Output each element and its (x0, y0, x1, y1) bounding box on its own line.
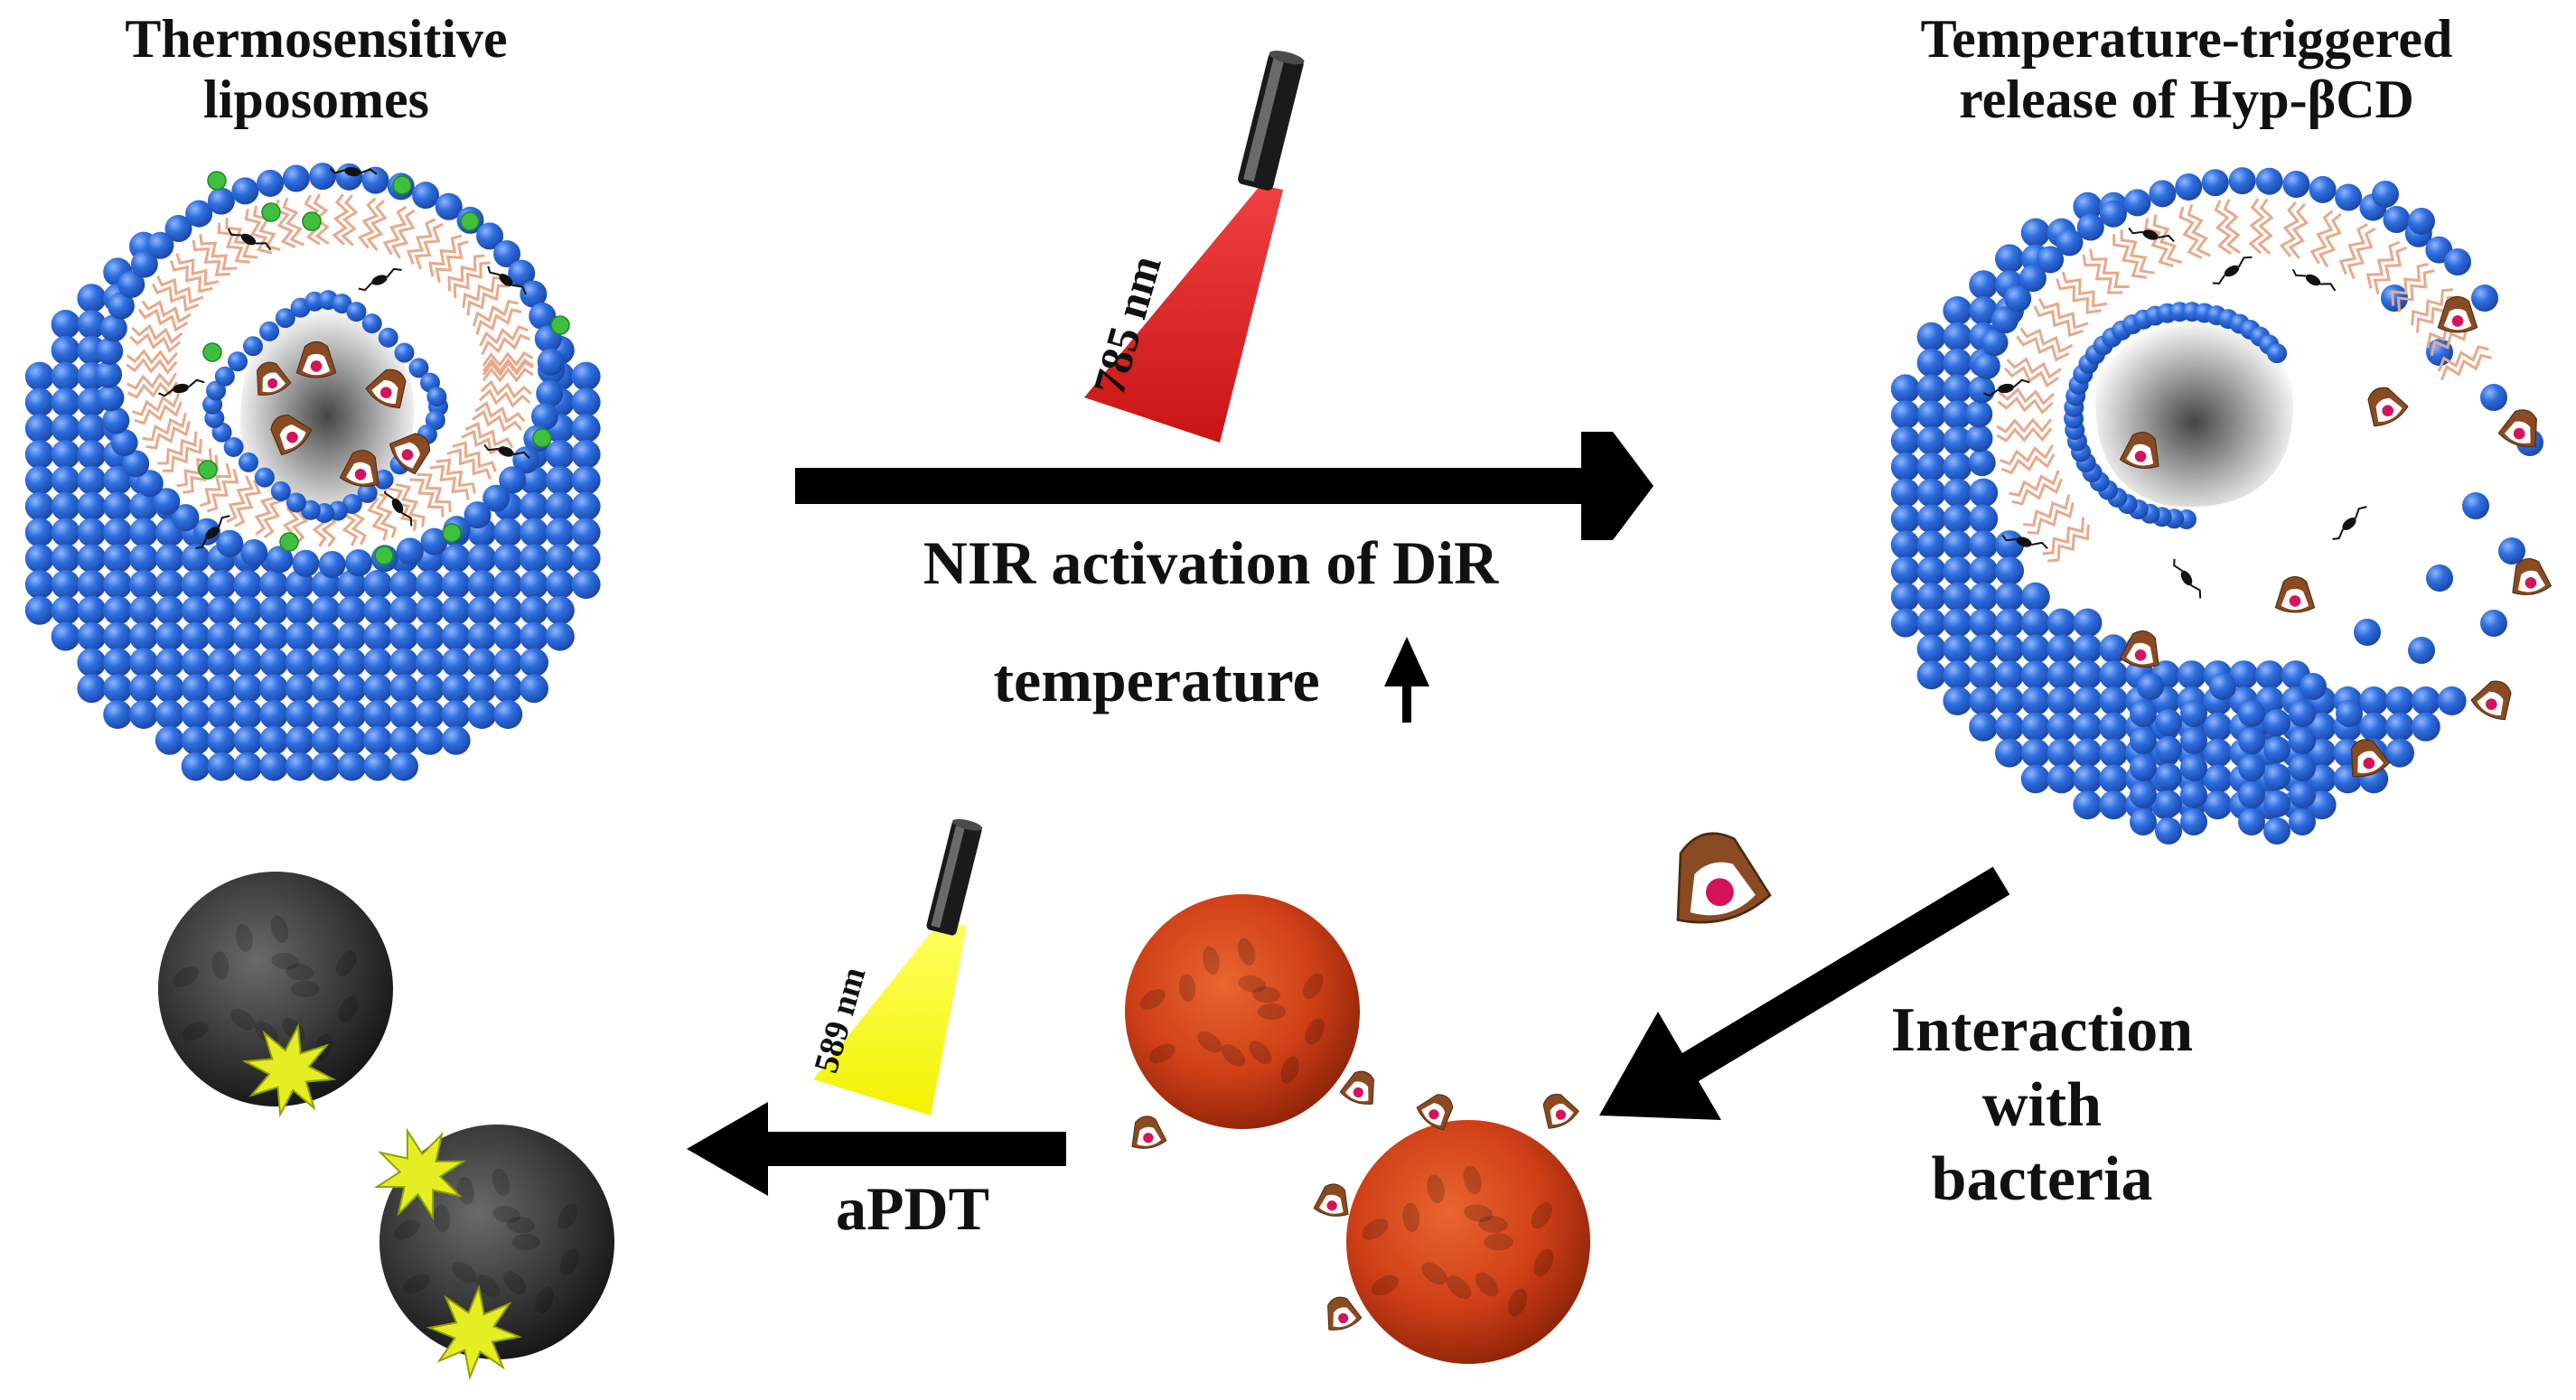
cyclodextrin-cone-icon (2119, 630, 2159, 667)
up-arrow-icon (1384, 637, 1429, 723)
cyclodextrin-cone-icon (2274, 575, 2316, 613)
cyclodextrin-cone-icon (1676, 832, 1772, 924)
cyclodextrin-cone-icon (270, 414, 313, 456)
bacterium (1125, 894, 1360, 1129)
interaction-line-1: Interaction (1890, 995, 2194, 1065)
cyclodextrin-cone-icon (1313, 1183, 1349, 1217)
title-temperature-triggered-release: Temperature-triggered release of Hyp-βCD (1807, 9, 2566, 130)
cyclodextrin-cone-icon (295, 341, 337, 378)
cyclodextrin-cone-icon (1327, 1296, 1363, 1330)
title-left-line-2: liposomes (202, 70, 430, 130)
cyclodextrin-cone-icon (1542, 1094, 1579, 1129)
nir-activation-label: NIR activation of DiR (923, 528, 1499, 597)
apdt-arrow (687, 1102, 1066, 1196)
flashlight-icon (813, 818, 983, 1115)
interaction-line-3: bacteria (1931, 1144, 2153, 1215)
cyclodextrin-cone-icon (365, 369, 407, 409)
cyclodextrin-cone-icon (2351, 739, 2391, 778)
cyclodextrin-cone-icon (1339, 1070, 1374, 1105)
cyclodextrin-cone-icon (2512, 557, 2553, 595)
cyclodextrin-cone-icon (1131, 1115, 1167, 1149)
cyclodextrin-cone-icon (339, 449, 379, 487)
apdt-label: aPDT (836, 1174, 989, 1243)
interaction-arrow (1599, 866, 2010, 1120)
bacterium (1346, 1120, 1590, 1364)
cyclodextrin-cones (1131, 295, 2553, 1330)
cyclodextrin-cone-icon (2470, 680, 2512, 721)
star-burst-icon (373, 1127, 467, 1221)
cyclodextrin-cone-icon (389, 433, 431, 475)
nir-arrow (795, 432, 1653, 540)
cyclodextrin-cone-icon (2119, 431, 2159, 469)
title-left-line-1: Thermosensitive (125, 9, 508, 69)
title-right-line-2: release of Hyp-βCD (1959, 70, 2414, 130)
bacteria-group (158, 872, 1590, 1364)
title-right-line-1: Temperature-triggered (1920, 9, 2453, 69)
temperature-label: temperature (993, 646, 1320, 714)
star-bursts (241, 1022, 523, 1381)
thermosensitive-liposome (24, 163, 601, 781)
cyclodextrin-cone-icon (2497, 409, 2537, 448)
interaction-line-2: with (1981, 1069, 2103, 1140)
cyclodextrin-cone-icon (257, 361, 292, 396)
star-burst-icon (426, 1283, 523, 1381)
interaction-with-bacteria-label: Interaction with bacteria (1825, 994, 2259, 1218)
cyclodextrin-cone-icon (1416, 1094, 1454, 1131)
cyclodextrin-cone-icon (2367, 387, 2409, 427)
star-burst-icon (241, 1022, 337, 1118)
cyclodextrin-cone-icon (2437, 295, 2478, 333)
flashlight-icon (1084, 51, 1305, 443)
title-thermosensitive-liposomes: Thermosensitive liposomes (18, 9, 614, 130)
disrupted-liposome (1890, 167, 2543, 845)
